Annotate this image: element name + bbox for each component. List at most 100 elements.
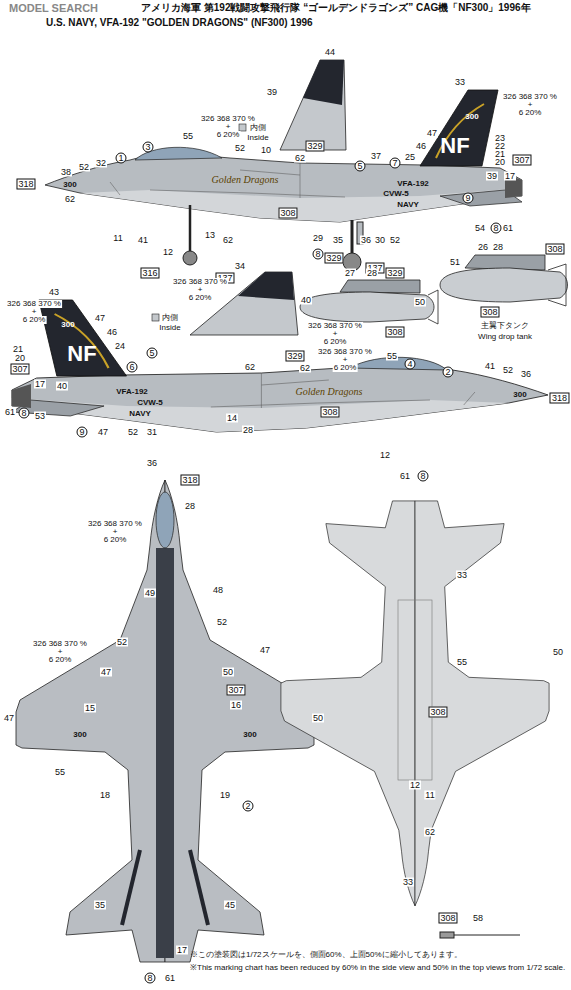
paint-code: + [225, 123, 232, 131]
callout-number: 318 [180, 475, 199, 486]
note-text: 内側 [249, 124, 267, 132]
callout-number: 62 [299, 364, 311, 373]
callout-number: 36 [146, 459, 158, 468]
aircraft-marking: 300 [512, 391, 527, 399]
callout-number: 4 [405, 359, 416, 370]
callout-number: 35 [332, 236, 344, 245]
callout-number: 18 [99, 791, 111, 800]
top-view [16, 480, 314, 962]
callout-number: 49 [144, 589, 156, 598]
callout-number: 32 [95, 159, 107, 168]
callout-number: 318 [16, 179, 35, 190]
callout-number: 8 [491, 223, 502, 234]
paint-code: 6 20% [323, 338, 348, 346]
callout-number: 308 [480, 307, 499, 318]
callout-number: 10 [260, 146, 272, 155]
callout-number: 47 [97, 428, 109, 437]
callout-number: 50 [552, 648, 564, 657]
callout-number: 15 [84, 704, 96, 713]
callout-number: 8 [418, 471, 429, 482]
callout-number: 33 [402, 878, 414, 887]
callout-number: 47 [3, 714, 15, 723]
note-text: 主翼下タンク [480, 322, 530, 330]
callout-number: 43 [48, 288, 60, 297]
callout-number: 40 [300, 296, 312, 305]
callout-number: 308 [385, 327, 404, 338]
paint-code: 6 20% [103, 536, 128, 544]
squadron-script: Golden Dragons [211, 175, 280, 185]
callout-number: 329 [324, 253, 343, 264]
paint-code: 326 368 370 % [32, 640, 88, 648]
callout-number: 54 [474, 224, 486, 233]
chart-title: アメリカ海軍 第192戦闘攻撃飛行隊 “ゴールデンドラゴンズ” CAG機「NF3… [140, 3, 532, 13]
callout-number: 33 [456, 571, 468, 580]
callout-number: 52 [127, 428, 139, 437]
callout-number: 46 [415, 142, 427, 151]
paint-code: 326 368 370 % [172, 278, 228, 286]
aircraft-marking: 300 [242, 731, 257, 739]
callout-number: 50 [414, 298, 426, 307]
callout-number: 14 [226, 414, 238, 423]
callout-number: 62 [424, 828, 436, 837]
callout-number: 16 [230, 701, 242, 710]
callout-number: 55 [456, 658, 468, 667]
callout-number: 329 [305, 141, 324, 152]
aircraft-marking: 300 [60, 321, 75, 329]
callout-number: 53 [34, 412, 46, 421]
callout-number: 2 [243, 801, 254, 812]
callout-number: 36 [520, 370, 532, 379]
callout-number: 17 [34, 380, 46, 389]
callout-number: 38 [60, 168, 72, 177]
callout-number: 61 [399, 472, 411, 481]
callout-number: 29 [312, 234, 324, 243]
callout-number: 20 [494, 158, 506, 167]
paint-code: 326 368 370 % [307, 322, 363, 330]
callout-number: 46 [106, 328, 118, 337]
callout-number: 37 [370, 152, 382, 161]
callout-number: 28 [492, 243, 504, 252]
paint-code: 326 368 370 % [502, 93, 558, 101]
callout-number: 62 [64, 195, 76, 204]
callout-number: 9 [77, 427, 88, 438]
squadron-script: Golden Dragons [295, 387, 364, 397]
paint-code: + [527, 101, 534, 109]
note-text: ※この塗装図は1/72スケールを、側面60%、上面50%に縮小してあります。 [189, 950, 569, 959]
aircraft-marking: 300 [62, 181, 77, 189]
aircraft-marking: 300 [464, 113, 479, 121]
paint-code: + [57, 648, 64, 656]
note-text: Wing drop tank [477, 333, 533, 341]
watermark: MODEL SEARCH [8, 3, 99, 14]
landing-gear [183, 205, 363, 271]
tail-band [303, 60, 344, 105]
callout-number: 13 [204, 231, 216, 240]
callout-number: 12 [379, 451, 391, 460]
callout-number: 19 [219, 791, 231, 800]
callout-number: 3 [143, 142, 154, 153]
aircraft-marking: CVW-5 [136, 399, 164, 407]
paint-code: + [342, 356, 349, 364]
bottom-view [281, 501, 549, 906]
callout-number: 24 [114, 342, 126, 351]
paint-code: 326 368 370 % [6, 300, 62, 308]
paint-code: 326 368 370 % [87, 520, 143, 528]
callout-number: 308 [438, 913, 457, 924]
callout-number: 52 [116, 638, 128, 647]
callout-number: 41 [484, 362, 496, 371]
callout-number: 61 [502, 224, 514, 233]
callout-number: 31 [146, 428, 158, 437]
paint-code: 326 368 370 % [200, 115, 256, 123]
note-text: ※This marking chart has been reduced by … [189, 963, 569, 972]
callout-number: 47 [259, 646, 271, 655]
callout-number: 27 [344, 269, 356, 278]
callout-number: 50 [222, 668, 234, 677]
tail-code: NF [439, 135, 470, 157]
paint-code: 326 368 370 % [317, 348, 373, 356]
callout-number: 308 [545, 244, 564, 255]
paint-code: 6 20% [188, 294, 213, 302]
callout-number: 21 [12, 345, 24, 354]
callout-number: 307 [226, 685, 245, 696]
callout-number: 39 [266, 88, 278, 97]
callout-number: 318 [550, 393, 569, 404]
